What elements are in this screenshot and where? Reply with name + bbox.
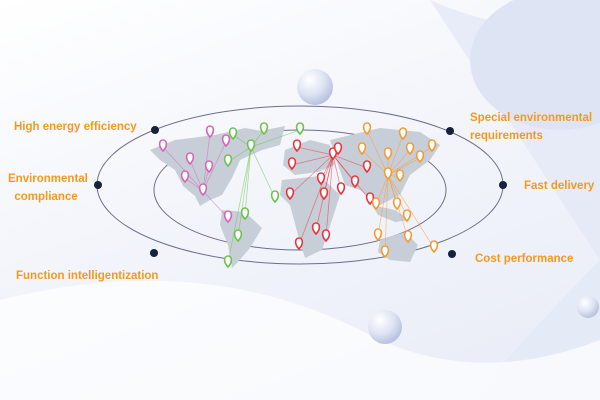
location-pin-icon — [311, 222, 321, 236]
decorative-sphere — [297, 69, 333, 105]
route-line — [298, 154, 334, 246]
route-line — [387, 146, 433, 176]
decorative-sphere — [577, 296, 599, 318]
location-pin-icon — [292, 139, 302, 153]
location-pin-icon — [287, 157, 297, 171]
feature-high-energy-efficiency: High energy efficiency — [14, 121, 137, 133]
location-pin-icon — [285, 187, 295, 201]
location-pin-icon — [228, 127, 238, 141]
background-wave — [0, 280, 600, 400]
route-line — [387, 157, 421, 176]
location-pin-icon — [259, 122, 269, 136]
location-pin-icon — [333, 142, 343, 156]
location-pin-icon — [392, 197, 402, 211]
feature-dot-high-energy-efficiency — [151, 126, 159, 134]
location-pin-icon — [383, 147, 393, 161]
location-pin-icon — [398, 127, 408, 141]
route-line — [296, 146, 334, 156]
location-pin-icon — [240, 207, 250, 221]
route-line — [202, 190, 229, 219]
route-line — [332, 154, 368, 169]
feature-special-environmental-requirements: Special environmental requirements — [470, 109, 592, 145]
location-pin-icon — [371, 197, 381, 211]
location-pin-icon — [204, 160, 214, 174]
route-line — [250, 129, 301, 148]
south-america — [220, 210, 262, 268]
location-pin-icon — [223, 210, 233, 224]
location-pin-icon — [350, 175, 360, 189]
route-line — [361, 149, 389, 176]
route-line — [387, 174, 408, 218]
location-pin-icon — [223, 255, 233, 269]
location-pin-icon — [415, 150, 425, 164]
location-pin-icon — [316, 172, 326, 186]
feature-environmental-compliance-line2: compliance — [14, 191, 78, 203]
location-pin-icon — [294, 237, 304, 251]
location-pin-icon — [429, 240, 439, 254]
feature-environmental-compliance: Environmental compliance — [8, 170, 88, 206]
feature-fast-delivery: Fast delivery — [524, 180, 595, 192]
location-pin-icon — [180, 170, 190, 184]
route-line — [384, 174, 389, 254]
location-pin-icon — [336, 182, 346, 196]
location-pin-icon — [205, 125, 215, 139]
background-blob — [470, 0, 600, 130]
location-pin-icon — [185, 152, 195, 166]
route-line — [325, 154, 334, 238]
location-pin-icon — [198, 183, 208, 197]
feature-dot-cost-performance — [448, 250, 456, 258]
route-line — [289, 154, 334, 196]
location-pin-icon — [402, 209, 412, 223]
feature-dot-environmental-compliance — [94, 181, 102, 189]
location-pin-icon — [373, 228, 383, 242]
route-line — [250, 146, 276, 199]
location-pin-icon — [270, 190, 280, 204]
location-pin-icon — [246, 139, 256, 153]
location-pin-icon — [221, 134, 231, 148]
location-pin-icon — [158, 139, 168, 153]
location-pin-icon — [383, 167, 393, 181]
location-pin-icon — [362, 160, 372, 174]
location-pin-icon — [362, 122, 372, 136]
feature-cost-performance: Cost performance — [475, 253, 574, 265]
feature-dot-function-intelligentization — [150, 249, 158, 257]
decorative-sphere — [368, 310, 402, 344]
southeast-asia — [372, 205, 410, 222]
location-pin-icon — [233, 229, 243, 243]
feature-dot-fast-delivery — [499, 181, 507, 189]
location-pin-icon — [380, 245, 390, 259]
location-pin-icon — [403, 230, 413, 244]
location-pin-icon — [319, 187, 329, 201]
route-line — [162, 146, 204, 192]
feature-function-intelligentization: Function intelligentization — [16, 270, 159, 282]
route-line — [237, 146, 252, 238]
route-line — [366, 129, 389, 176]
location-pin-icon — [357, 142, 367, 156]
location-pin-icon — [395, 169, 405, 183]
route-line — [387, 174, 435, 249]
route-line — [202, 141, 227, 192]
feature-special-environmental-line2: requirements — [470, 130, 543, 142]
route-line — [291, 154, 334, 166]
location-pin-icon — [405, 142, 415, 156]
feature-environmental-compliance-line1: Environmental — [8, 173, 88, 185]
location-pin-icon — [321, 229, 331, 243]
location-pin-icon — [223, 154, 233, 168]
feature-dot-special-environmental — [446, 127, 454, 135]
location-pin-icon — [427, 139, 437, 153]
route-line — [244, 146, 252, 216]
route-line — [227, 146, 252, 264]
location-pin-icon — [295, 122, 305, 136]
route-line — [377, 174, 389, 237]
feature-special-environmental-line1: Special environmental — [470, 112, 593, 124]
